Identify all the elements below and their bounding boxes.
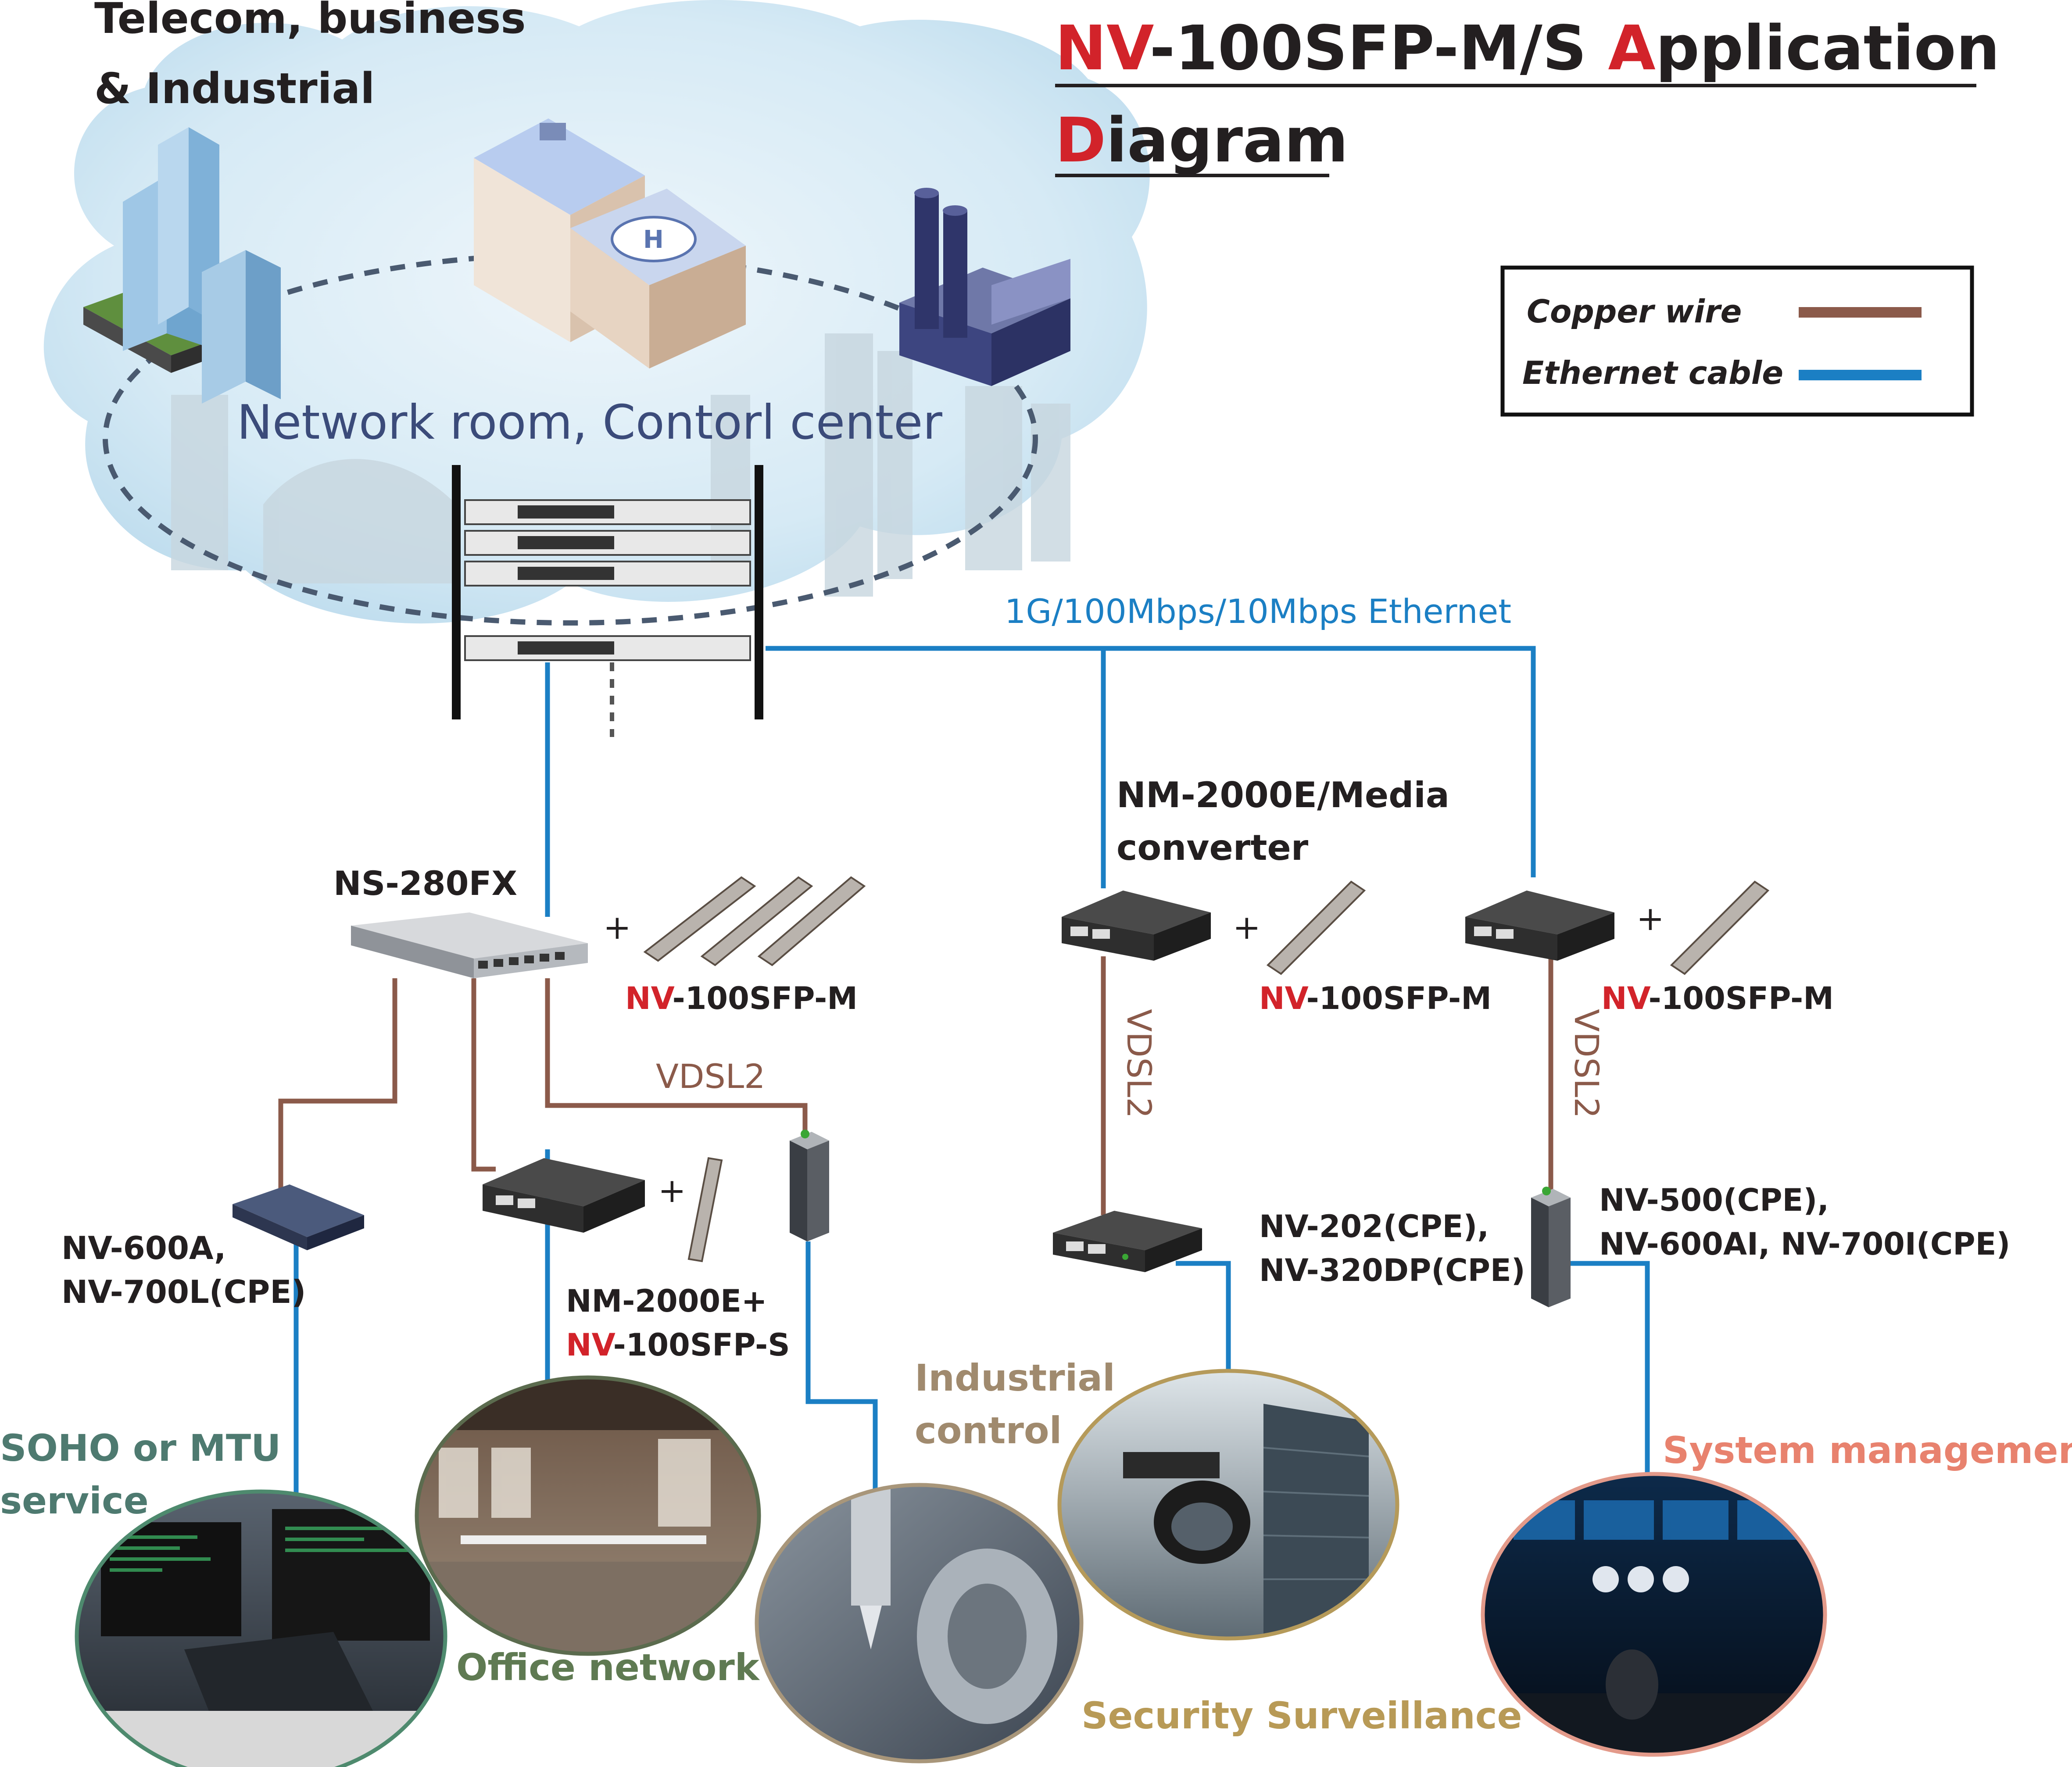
rack-switch-icon [452, 465, 763, 737]
title-line1: NV-100SFP-M/S Application [1055, 13, 2000, 84]
vdsl2-label-3: VDSL2 [1567, 1009, 1606, 1118]
din-rail-device-icon [1531, 1187, 1571, 1307]
nm2000e-media-line1: NM-2000E/Media [1117, 775, 1449, 816]
ns280fx-switch-icon [351, 912, 588, 978]
copper-links [278, 956, 1553, 1215]
office-tower-icon [83, 127, 281, 404]
nv600a-line1: NV-600A, [61, 1230, 226, 1266]
ethernet-speed-label: 1G/100Mbps/10Mbps Ethernet [1005, 592, 1511, 631]
nv202-line2: NV-320DP(CPE) [1259, 1252, 1525, 1288]
header-label: Telecom, business & Industrial [94, 0, 526, 113]
factory-icon [899, 188, 1070, 386]
media-converter-icon [483, 1158, 645, 1233]
sfp-module-icon [687, 1157, 723, 1263]
system-label: System management [1663, 1429, 2072, 1472]
svg-text:H: H [643, 225, 664, 254]
nm2000e-plus-line1: NM-2000E+ [566, 1283, 767, 1319]
vdsl2-label-2: VDSL2 [1120, 1009, 1159, 1118]
system-photo [1481, 1472, 1827, 1757]
sfp-module-icon [1670, 880, 1770, 975]
soho-label-line1: SOHO or MTU [0, 1427, 281, 1470]
soho-label-line2: service [0, 1479, 149, 1522]
nv600a-line2: NV-700L(CPE) [61, 1273, 306, 1310]
industrial-photo [755, 1483, 1084, 1763]
sfp-label-2: NV-100SFP-M [1259, 980, 1492, 1016]
nm2000e-plus-line2: NV-100SFP-S [566, 1327, 790, 1363]
legend: Copper wire Ethernet cable [1500, 265, 1974, 417]
media-converter-icon [1053, 1211, 1202, 1272]
plus-3: + [1636, 899, 1664, 938]
industrial-label-line2: control [915, 1409, 1062, 1452]
header-line2: & Industrial [94, 64, 375, 113]
industrial-label-line1: Industrial [915, 1356, 1115, 1399]
sfp-label-1: NV-100SFP-M [625, 980, 858, 1016]
plus-1: + [603, 908, 631, 947]
network-room-label: Network room, Contorl center [237, 395, 942, 450]
ns280fx-label: NS-280FX [333, 864, 517, 903]
title: NV-100SFP-M/S Application Diagram [1055, 13, 2000, 177]
legend-copper-label: Copper wire [1527, 293, 1742, 330]
header-line1: Telecom, business [94, 0, 526, 43]
media-converter-icon [1465, 891, 1614, 961]
vdsl2-label-1: VDSL2 [656, 1057, 765, 1096]
hospital-building-icon: H [474, 118, 746, 368]
plus-4: + [658, 1171, 686, 1210]
legend-ethernet-label: Ethernet cable [1522, 354, 1783, 391]
sfp-label-3: NV-100SFP-M [1601, 980, 1834, 1016]
sfp-module-icon [1266, 880, 1366, 975]
title-line2: Diagram [1055, 105, 1348, 176]
media-converter-icon [1062, 891, 1211, 961]
nv202-line1: NV-202(CPE), [1259, 1209, 1489, 1245]
nv500-line1: NV-500(CPE), [1599, 1182, 1829, 1218]
nm2000e-media-line2: converter [1117, 827, 1309, 868]
soho-photo [75, 1489, 447, 1767]
camera-icon [1123, 1452, 1250, 1564]
security-label: Security Surveillance [1081, 1694, 1522, 1737]
sfp-module-icon [643, 876, 866, 966]
office-photo [415, 1375, 761, 1656]
din-rail-device-icon [790, 1130, 829, 1241]
nv500-line2: NV-600AI, NV-700I(CPE) [1599, 1226, 2010, 1262]
security-photo [1057, 1369, 1399, 1641]
plus-2: + [1233, 908, 1261, 947]
office-label: Office network [456, 1646, 760, 1689]
cpe-modem-icon [233, 1184, 364, 1250]
